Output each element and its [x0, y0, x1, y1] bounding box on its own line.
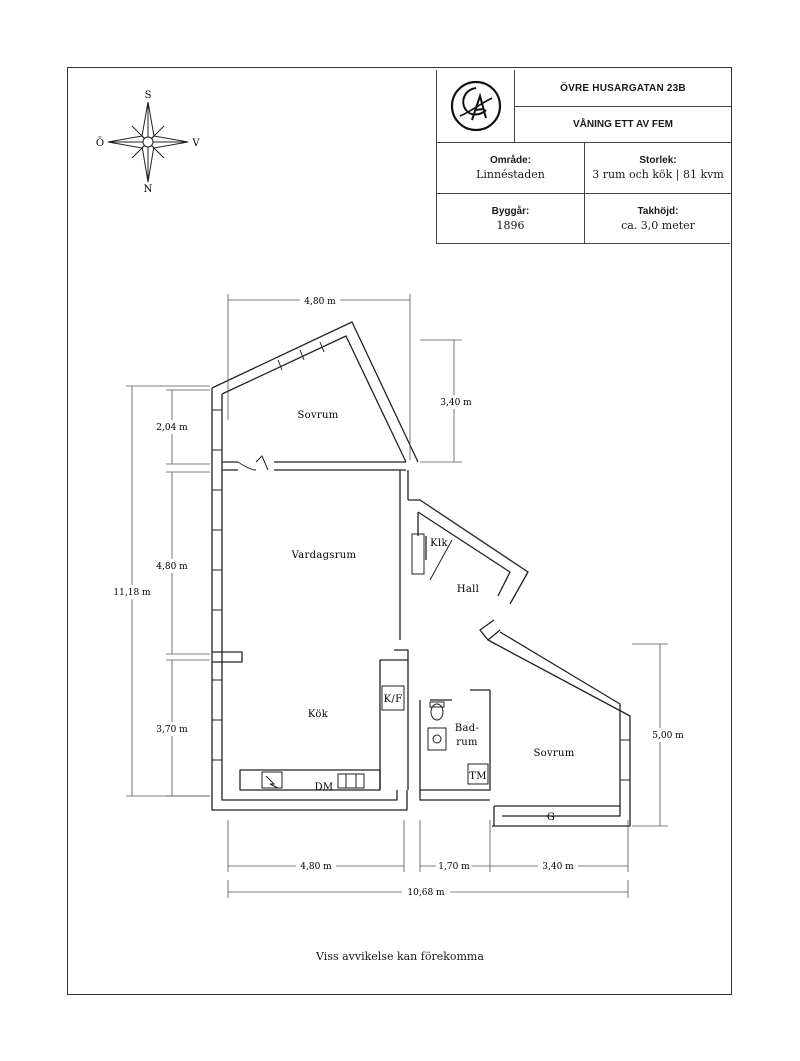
logo — [437, 70, 515, 143]
ceiling-value: ca. 3,0 meter — [621, 219, 695, 232]
info-table: ÖVRE HUSARGATAN 23B VÅNING ETT AV FEM Om… — [436, 70, 731, 244]
room-bedroom-top: Sovrum — [297, 410, 338, 421]
dim-left-seg2: 4,80 m — [156, 562, 188, 572]
label-fridge: K/F — [384, 694, 403, 705]
compass-top-label: S — [145, 90, 152, 101]
dim-top-width: 4,80 m — [304, 297, 336, 307]
size-value: 3 rum och kök | 81 kvm — [592, 168, 724, 181]
dimension-lines — [126, 294, 668, 898]
size-cell: Storlek: 3 rum och kök | 81 kvm — [585, 143, 731, 194]
label-dishwasher: DM — [315, 782, 334, 793]
room-closet: Klk — [430, 538, 448, 549]
dim-right-height: 5,00 m — [652, 731, 684, 741]
dim-bottom-seg1: 4,80 m — [300, 862, 332, 872]
label-wardrobe: G — [547, 812, 555, 823]
built-cell: Byggår: 1896 — [437, 194, 585, 244]
closet-box — [411, 533, 425, 575]
floor-title: VÅNING ETT AV FEM — [515, 107, 731, 143]
ceiling-label: Takhöjd: — [637, 206, 679, 217]
page-frame — [67, 67, 732, 995]
dim-top-right-height: 3,40 m — [440, 398, 472, 408]
dim-bottom-total: 10,68 m — [407, 888, 445, 898]
compass-bottom-label: N — [144, 184, 153, 195]
room-bedroom-right: Sovrum — [533, 748, 574, 759]
room-bathroom-line1: Bad- — [455, 723, 479, 734]
dim-left-seg1: 2,04 m — [156, 423, 188, 433]
dim-left-seg3: 3,70 m — [156, 725, 188, 735]
toilet-icon — [430, 703, 444, 721]
room-bathroom-line2: rum — [456, 737, 478, 748]
fridge-box — [381, 685, 405, 711]
stove-icon — [261, 771, 283, 789]
walls — [211, 321, 631, 827]
area-label: Område: — [489, 155, 532, 166]
brand-logo-icon — [450, 80, 501, 132]
room-kitchen: Kök — [308, 709, 329, 720]
room-hall: Hall — [457, 584, 479, 595]
dim-left-total: 11,18 m — [113, 588, 151, 598]
sink-icon — [337, 773, 365, 789]
dim-bottom-seg2: 1,70 m — [438, 862, 470, 872]
dim-bottom-seg3: 3,40 m — [542, 862, 574, 872]
size-label: Storlek: — [639, 155, 677, 166]
compass-left-label: Ö — [96, 137, 104, 149]
area-cell: Område: Linnéstaden — [437, 143, 585, 194]
ceiling-cell: Takhöjd: ca. 3,0 meter — [585, 194, 731, 244]
fixtures — [237, 455, 489, 789]
compass-icon — [107, 101, 189, 183]
label-washer: TM — [469, 771, 487, 782]
compass-right-label: V — [191, 138, 200, 149]
washbasin-icon — [427, 727, 447, 751]
windows — [212, 341, 630, 781]
washer-box — [467, 763, 489, 785]
footer-note: Viss avvikelse kan förekomma — [316, 950, 484, 963]
built-value: 1896 — [496, 219, 525, 232]
address-title: ÖVRE HUSARGATAN 23B — [515, 70, 731, 107]
area-value: Linnéstaden — [476, 168, 545, 181]
room-living: Vardagsrum — [291, 550, 357, 561]
built-label: Byggår: — [491, 206, 530, 217]
